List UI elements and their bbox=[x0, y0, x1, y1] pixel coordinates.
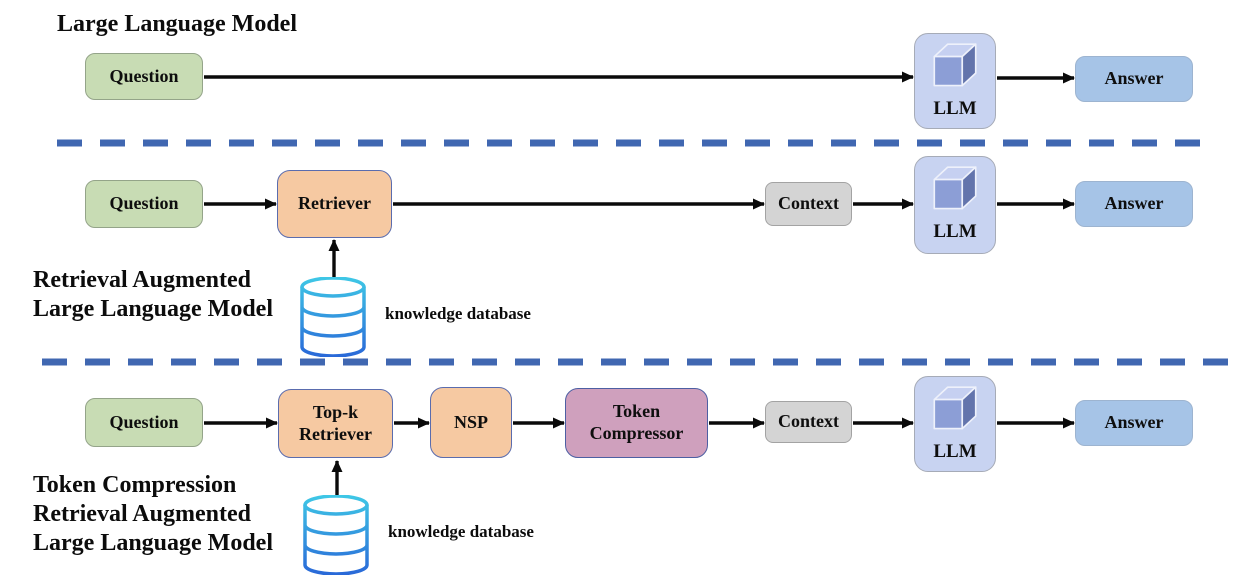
database-top-ellipse bbox=[300, 277, 366, 298]
title-line: Retrieval Augmented bbox=[33, 501, 251, 527]
section2-title: Retrieval Augmented Large Language Model bbox=[33, 266, 273, 324]
llm-cube-icon bbox=[933, 43, 977, 87]
llm-box-1: LLM bbox=[914, 33, 996, 129]
cube-right-face bbox=[961, 166, 977, 210]
context-box-2: Context bbox=[765, 182, 852, 226]
database-icon bbox=[303, 495, 369, 575]
title-line: Token Compression bbox=[33, 472, 237, 498]
answer-box-1: Answer bbox=[1075, 56, 1193, 102]
answer-box-2: Answer bbox=[1075, 181, 1193, 227]
title-line: Large Language Model bbox=[57, 11, 297, 37]
database-outline bbox=[300, 287, 366, 357]
llm-label: LLM bbox=[933, 98, 977, 119]
cube-front-face bbox=[933, 55, 964, 87]
cube-right-face bbox=[961, 386, 977, 430]
cube-right-face bbox=[961, 43, 977, 87]
question-box-3: Question bbox=[85, 398, 203, 447]
nsp-box: NSP bbox=[430, 387, 512, 458]
cube-front-face bbox=[933, 398, 964, 430]
llm-box-3: LLM bbox=[914, 376, 996, 472]
title-line: Retrieval Augmented bbox=[33, 267, 251, 293]
context-box-3: Context bbox=[765, 401, 852, 443]
llm-cube-icon bbox=[933, 386, 977, 430]
topk-retriever-box: Top-k Retriever bbox=[278, 389, 393, 458]
database-top-ellipse bbox=[303, 495, 369, 516]
llm-cube-icon bbox=[933, 166, 977, 210]
llm-label: LLM bbox=[933, 221, 977, 242]
retriever-box: Retriever bbox=[277, 170, 392, 238]
title-line: Large Language Model bbox=[33, 296, 273, 322]
answer-box-3: Answer bbox=[1075, 400, 1193, 446]
database-outline bbox=[303, 505, 369, 575]
section3-title: Token Compression Retrieval Augmented La… bbox=[33, 471, 273, 558]
database-icon bbox=[300, 277, 366, 357]
database-label: knowledge database bbox=[388, 522, 534, 541]
question-box-1: Question bbox=[85, 53, 203, 100]
title-line: Large Language Model bbox=[33, 530, 273, 556]
token-compressor-box: Token Compressor bbox=[565, 388, 708, 458]
section1-title: Large Language Model bbox=[57, 10, 297, 39]
database-label: knowledge database bbox=[385, 304, 531, 323]
cube-front-face bbox=[933, 178, 964, 210]
llm-box-2: LLM bbox=[914, 156, 996, 254]
question-box-2: Question bbox=[85, 180, 203, 228]
llm-label: LLM bbox=[933, 441, 977, 462]
